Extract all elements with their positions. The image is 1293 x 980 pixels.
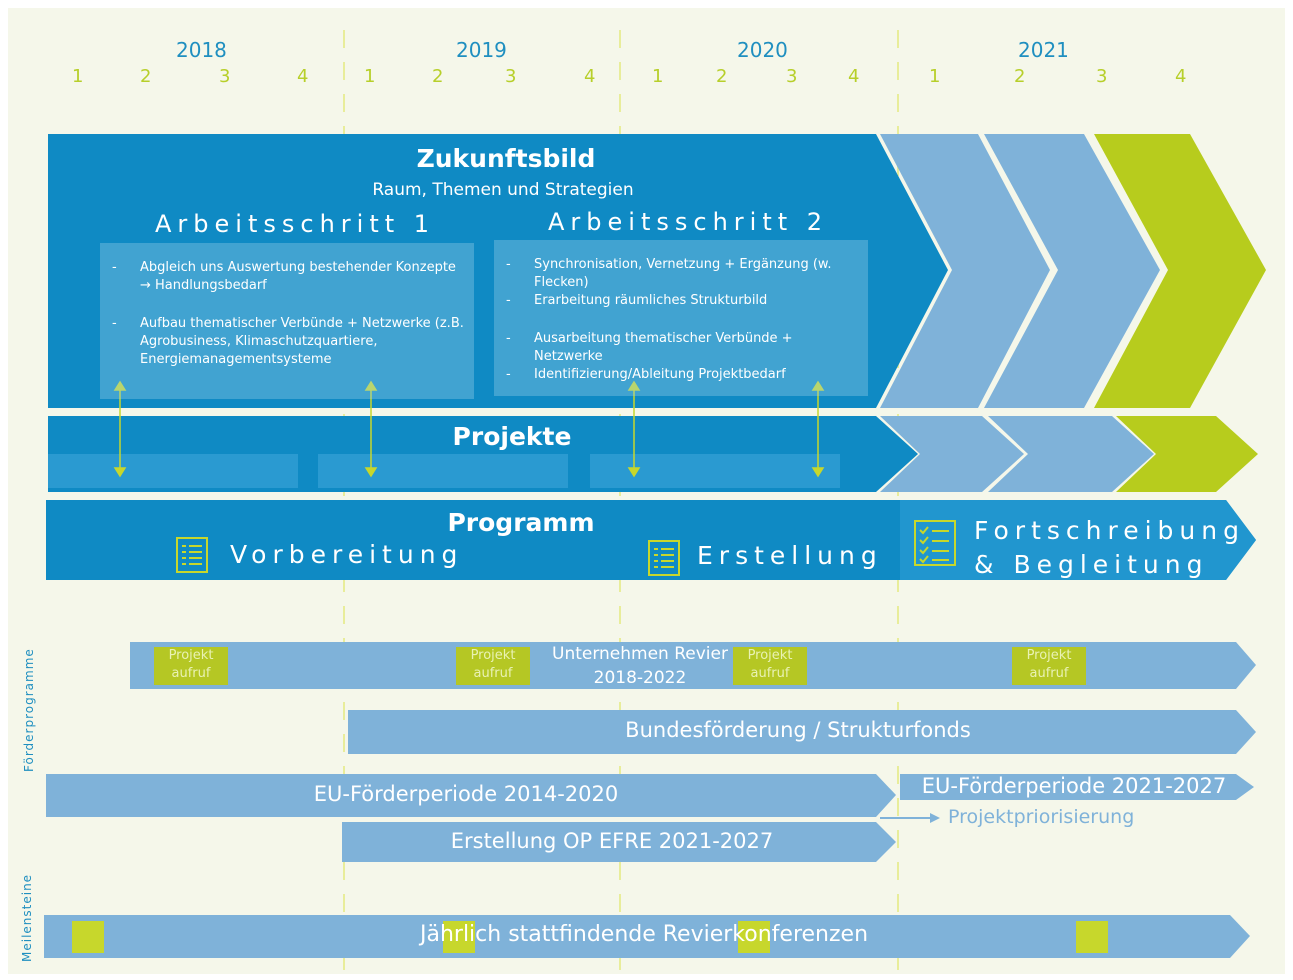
step2-item: Synchronisation, Vernetzung + Ergänzung … [494, 256, 854, 292]
year-label: 2021 [1018, 38, 1069, 62]
meilensteine-arrow [44, 915, 1250, 958]
foerderprogramme-label: Förderprogramme [22, 648, 36, 772]
quarter-label: 2 [432, 66, 444, 87]
quarter-label: 4 [297, 66, 309, 87]
projekte-slot-1 [48, 454, 298, 488]
quarter-label: 4 [584, 66, 596, 87]
quarter-label: 2 [716, 66, 728, 87]
quarter-label: 3 [786, 66, 798, 87]
projektaufruf-badge: Projekt aufruf [456, 647, 530, 685]
eu-2021-arrow [900, 774, 1254, 800]
step2-item: Ausarbeitung thematischer Verbünde + Net… [494, 330, 854, 366]
bundesfoerderung-label: Bundesförderung / Strukturfonds [625, 718, 971, 742]
unternehmen-revier-line2: 2018-2022 [593, 668, 687, 688]
quarter-label: 2 [140, 66, 152, 87]
quarter-label: 1 [929, 66, 941, 87]
quarter-label: 2 [1014, 66, 1026, 87]
step2-title: Arbeitsschritt 2 [548, 208, 829, 236]
programm-fortschreibung-section [900, 500, 1256, 580]
phase-erstellung: Erstellung [697, 541, 883, 570]
unternehmen-revier-line1: Unternehmen Revier [552, 644, 728, 664]
milestone-marker [72, 921, 104, 953]
quarter-label: 3 [1096, 66, 1108, 87]
programm-title: Programm [447, 508, 595, 537]
projektaufruf-line2: aufruf [750, 666, 790, 681]
quarter-label: 4 [1175, 66, 1187, 87]
step1-title: Arbeitsschritt 1 [155, 210, 436, 238]
projektaufruf-line2: aufruf [473, 666, 513, 681]
phase-fortschreibung-line2: & Begleitung [974, 550, 1209, 579]
projektaufruf-line1: Projekt [168, 648, 214, 663]
eu-2014-arrow [46, 774, 896, 817]
step2-item: Erarbeitung räumliches Strukturbild [494, 292, 854, 310]
projekte-slot-2 [318, 454, 568, 488]
quarter-label: 1 [652, 66, 664, 87]
op-efre-arrow [342, 822, 896, 862]
zukunftsbild-chevron-2 [984, 134, 1160, 408]
quarter-label: 3 [219, 66, 231, 87]
projektaufruf-line2: aufruf [1029, 666, 1069, 681]
zukunftsbild-chevron-3 [1094, 134, 1266, 408]
eu-2021-label: EU-Förderperiode 2021-2027 [921, 774, 1227, 798]
projektaufruf-line1: Projekt [470, 648, 516, 663]
projekte-title: Projekte [452, 422, 572, 451]
year-label: 2020 [737, 38, 788, 62]
projektaufruf-badge: Projekt aufruf [154, 647, 228, 685]
projekte-chevron-2 [988, 416, 1154, 492]
projektaufruf-badge: Projekt aufruf [733, 647, 807, 685]
milestone-marker [443, 921, 475, 953]
op-efre-label: Erstellung OP EFRE 2021-2027 [450, 829, 774, 853]
phase-fortschreibung-line1: Fortschreibung [974, 516, 1245, 545]
projektaufruf-line2: aufruf [171, 666, 211, 681]
projektaufruf-line1: Projekt [1026, 648, 1072, 663]
unternehmen-revier-label: Unternehmen Revier 2018-2022 [540, 642, 740, 690]
zukunftsbild-chevron-1 [880, 134, 1050, 408]
projektpriorisierung-label: Projektpriorisierung [948, 806, 1135, 828]
checklist-icon [648, 540, 680, 576]
checklist-icon [176, 537, 208, 573]
step1-item: Abgleich uns Auswertung bestehender Konz… [100, 259, 470, 295]
year-label: 2018 [176, 38, 227, 62]
zukunftsbild-subtitle: Raum, Themen und Strategien [372, 180, 634, 200]
projekte-chevron-3 [1116, 416, 1258, 492]
projektaufruf-badge: Projekt aufruf [1012, 647, 1086, 685]
quarter-label: 1 [364, 66, 376, 87]
projekte-slot-3 [590, 454, 840, 488]
projekte-chevron-1 [880, 416, 1024, 492]
connector-arrows [113, 380, 825, 478]
milestone-marker [738, 921, 770, 953]
quarter-label: 1 [72, 66, 84, 87]
step2-item: Identifizierung/Ableitung Projektbedarf [494, 366, 854, 384]
revierkonferenzen-label: Jährlich stattfindende Revierkonferenzen [419, 922, 869, 947]
priorisierung-arrowhead [930, 813, 940, 823]
bundesfoerderung-arrow [348, 710, 1256, 754]
zukunftsbild-title: Zukunftsbild [416, 144, 596, 173]
unternehmen-revier-arrow [130, 642, 1256, 689]
projektaufruf-line1: Projekt [747, 648, 793, 663]
year-label: 2019 [456, 38, 507, 62]
phase-vorbereitung: Vorbereitung [230, 540, 464, 569]
step1-item: Aufbau thematischer Verbünde + Netzwerke… [100, 315, 470, 369]
quarter-label: 4 [848, 66, 860, 87]
step2-box: Synchronisation, Vernetzung + Ergänzung … [494, 240, 868, 396]
eu-2014-label: EU-Förderperiode 2014-2020 [313, 782, 619, 806]
milestone-marker [1076, 921, 1108, 953]
meilensteine-label: Meilensteine [20, 873, 34, 962]
quarter-label: 3 [505, 66, 517, 87]
checklist-done-icon [914, 520, 956, 566]
step1-box: Abgleich uns Auswertung bestehender Konz… [100, 243, 474, 399]
